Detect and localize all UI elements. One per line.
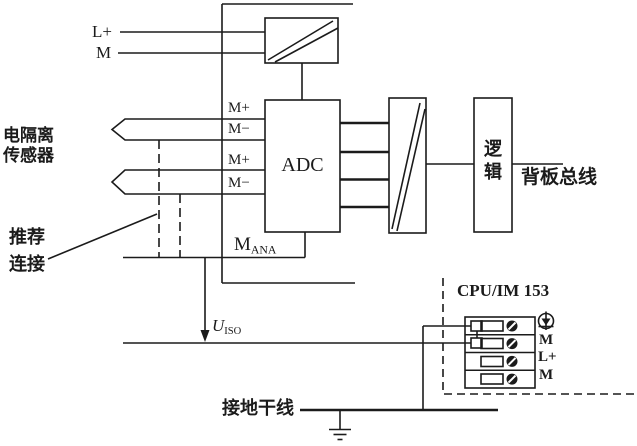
recommended-connection-label-line2: 连接 xyxy=(9,254,45,274)
recommended-connection-label-line1: 推荐 xyxy=(9,227,45,247)
adc-bus-lines xyxy=(340,121,389,209)
terminal-m-plus-2-label: M+ xyxy=(228,152,250,168)
isolation-barrier-1-icon xyxy=(264,17,339,64)
sensor-1-arrow-icon xyxy=(110,118,265,141)
adc-box xyxy=(264,99,341,233)
isolated-sensor-label-line2: 传感器 xyxy=(3,146,54,165)
u-iso-base: U xyxy=(212,316,225,335)
sensor-2-arrow-icon xyxy=(110,169,265,195)
m-label: M xyxy=(96,43,112,62)
logic-box xyxy=(473,97,513,233)
isolation-barrier-2-icon xyxy=(388,97,427,234)
earth-ground-icon xyxy=(329,410,351,441)
logic-label-line2: 辑 xyxy=(484,162,502,182)
ground-trunk-label: 接地干线 xyxy=(222,398,294,418)
logic-label-line1: 逻 xyxy=(484,139,502,159)
u-iso-arrow-icon xyxy=(200,257,210,342)
l-plus-label: L+ xyxy=(92,22,112,41)
screw-terminal-icon xyxy=(506,320,518,385)
m-ana-base: M xyxy=(234,234,251,255)
terminal-m-plus-1-label: M+ xyxy=(228,100,250,116)
cpu-terminal-lplus-label: L+ xyxy=(538,349,557,365)
functional-earth-icon xyxy=(537,311,555,330)
isolated-sensor-label-line1: 电隔离 xyxy=(3,126,54,145)
backplane-bus-label: 背板总线 xyxy=(521,167,598,188)
cpu-terminal-block xyxy=(464,316,536,389)
m-ana-sub: ANA xyxy=(250,243,277,257)
recommended-pointer-line xyxy=(47,213,158,260)
terminal-m-minus-1-label: M− xyxy=(228,121,250,137)
cpu-terminal-m1-label: M xyxy=(539,332,554,348)
cpu-terminal-m2-label: M xyxy=(539,367,554,383)
m-ana-label: MANA xyxy=(234,235,276,256)
terminal-m-minus-2-label: M− xyxy=(228,175,250,191)
u-iso-label: UISO xyxy=(212,317,241,337)
cpu-title-label: CPU/IM 153 xyxy=(457,281,550,300)
u-iso-sub: ISO xyxy=(224,325,242,337)
adc-label: ADC xyxy=(281,154,324,176)
